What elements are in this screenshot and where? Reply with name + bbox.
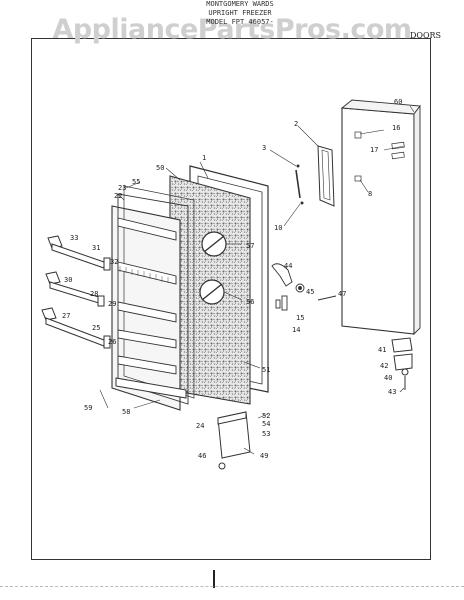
callout-50: 50 <box>156 164 164 172</box>
callout-40: 40 <box>384 374 392 382</box>
callout-23: 23 <box>118 184 126 192</box>
callout-44: 44 <box>284 262 292 270</box>
shelf-bars <box>41 235 111 349</box>
title-line-2: UPRIGHT FREEZER <box>208 9 272 17</box>
callout-41: 41 <box>378 346 386 354</box>
outer-door-panel <box>340 99 421 336</box>
callout-29: 29 <box>108 300 116 308</box>
callout-26: 26 <box>108 338 116 346</box>
callout-25: 25 <box>92 324 100 332</box>
callout-28: 28 <box>90 290 98 298</box>
title-line-1: MONTGOMERY WARDS <box>206 0 274 8</box>
callout-3: 3 <box>262 144 266 152</box>
callout-52: 52 <box>262 412 270 420</box>
callout-31: 31 <box>92 244 100 252</box>
callout-43: 43 <box>388 388 396 396</box>
page-edge <box>0 586 464 587</box>
callout-33: 33 <box>70 234 78 242</box>
callout-46: 46 <box>198 452 206 460</box>
lower-hinge <box>391 337 413 390</box>
section-label: DOORS <box>410 31 442 40</box>
bin-bracket <box>217 411 251 459</box>
callout-45: 45 <box>306 288 314 296</box>
callout-51: 51 <box>262 366 270 374</box>
callout-14: 14 <box>292 326 300 334</box>
callout-53: 53 <box>262 430 270 438</box>
title-line-3: MODEL FPT 46057- <box>206 18 274 26</box>
door-handle <box>295 145 335 207</box>
callout-1: 1 <box>202 154 206 162</box>
thermostat-knob <box>201 231 227 257</box>
callout-27: 27 <box>62 312 70 320</box>
leader-lines <box>99 105 415 455</box>
callout-8: 8 <box>368 190 372 198</box>
title-block: MONTGOMERY WARDS UPRIGHT FREEZER MODEL F… <box>150 0 330 27</box>
screw-46 <box>218 462 226 470</box>
callout-32: 32 <box>110 258 118 266</box>
callout-24: 24 <box>196 422 204 430</box>
callout-16: 16 <box>392 124 400 132</box>
callout-49: 49 <box>260 452 268 460</box>
page-mark <box>213 570 215 588</box>
callout-17: 17 <box>370 146 378 154</box>
callout-22: 22 <box>114 192 122 200</box>
callout-30: 30 <box>64 276 72 284</box>
callout-59: 59 <box>84 404 92 412</box>
callout-56: 56 <box>246 298 254 306</box>
callout-10: 10 <box>274 224 282 232</box>
callout-54: 54 <box>262 420 270 428</box>
callout-42: 42 <box>380 362 388 370</box>
callout-15: 15 <box>296 314 304 322</box>
diagram-frame <box>31 38 431 560</box>
callout-2: 2 <box>294 120 298 128</box>
callout-57: 57 <box>246 242 254 250</box>
callout-60: 60 <box>394 98 402 106</box>
part-callouts: 1 2 3 8 10 14 15 16 17 22 23 24 25 26 27… <box>62 98 402 460</box>
small-hardware <box>271 263 337 311</box>
callout-55: 55 <box>132 178 140 186</box>
inner-door-liner <box>111 185 195 411</box>
watermark: AppliancePartsPros.com <box>52 14 412 45</box>
callout-47: 47 <box>338 290 346 298</box>
callout-58: 58 <box>122 408 130 416</box>
temperature-dial <box>199 279 225 305</box>
